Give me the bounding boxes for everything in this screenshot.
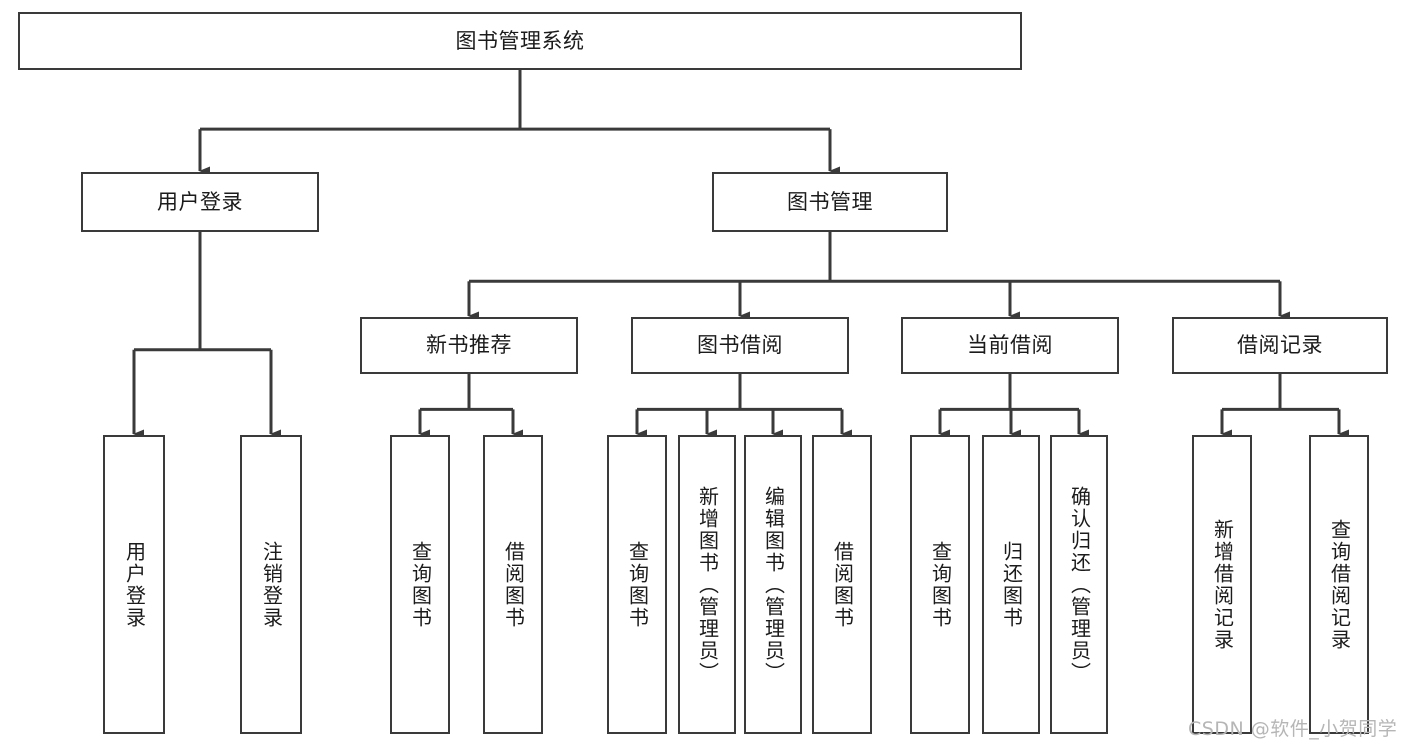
node-label-borrow-record: 借阅记录	[1237, 333, 1323, 358]
node-book-manage[interactable]: 图书管理	[712, 172, 948, 232]
node-leaf-edit-book[interactable]: 编辑图书（管理员）	[744, 435, 802, 734]
node-leaf-add-book[interactable]: 新增图书（管理员）	[678, 435, 736, 734]
node-label-leaf-borrow-book-2: 借阅图书	[830, 540, 855, 629]
node-label-leaf-query-book-2: 查询图书	[625, 540, 650, 629]
node-leaf-borrow-book-2[interactable]: 借阅图书	[812, 435, 872, 734]
node-label-root: 图书管理系统	[455, 28, 585, 53]
node-leaf-add-record[interactable]: 新增借阅记录	[1192, 435, 1252, 734]
node-leaf-user-login[interactable]: 用户登录	[103, 435, 165, 734]
node-label-leaf-query-book-1: 查询图书	[408, 540, 433, 629]
node-leaf-query-record[interactable]: 查询借阅记录	[1309, 435, 1369, 734]
node-leaf-query-book-3[interactable]: 查询图书	[910, 435, 970, 734]
node-user-login[interactable]: 用户登录	[81, 172, 319, 232]
node-current-borrow[interactable]: 当前借阅	[901, 317, 1119, 374]
node-borrow-record[interactable]: 借阅记录	[1172, 317, 1388, 374]
node-leaf-borrow-book-1[interactable]: 借阅图书	[483, 435, 543, 734]
node-label-book-manage: 图书管理	[787, 189, 873, 214]
node-label-leaf-confirm-return: 确认归还（管理员）	[1067, 485, 1092, 684]
node-label-current-borrow: 当前借阅	[967, 333, 1053, 358]
node-label-leaf-borrow-book-1: 借阅图书	[501, 540, 526, 629]
node-book-borrow[interactable]: 图书借阅	[631, 317, 849, 374]
node-label-new-book-rec: 新书推荐	[426, 333, 512, 358]
node-leaf-confirm-return[interactable]: 确认归还（管理员）	[1050, 435, 1108, 734]
node-label-leaf-return-book: 归还图书	[999, 540, 1024, 629]
node-label-leaf-add-book: 新增图书（管理员）	[695, 485, 720, 684]
node-label-book-borrow: 图书借阅	[697, 333, 783, 358]
node-leaf-query-book-1[interactable]: 查询图书	[390, 435, 450, 734]
node-label-leaf-user-login: 用户登录	[122, 540, 147, 629]
node-label-leaf-query-book-3: 查询图书	[928, 540, 953, 629]
node-label-leaf-user-logout: 注销登录	[259, 540, 284, 629]
node-label-leaf-query-record: 查询借阅记录	[1327, 518, 1352, 651]
node-leaf-return-book[interactable]: 归还图书	[982, 435, 1040, 734]
node-leaf-user-logout[interactable]: 注销登录	[240, 435, 302, 734]
node-root[interactable]: 图书管理系统	[18, 12, 1022, 70]
node-new-book-rec[interactable]: 新书推荐	[360, 317, 578, 374]
node-label-user-login: 用户登录	[157, 189, 243, 214]
node-label-leaf-add-record: 新增借阅记录	[1210, 518, 1235, 651]
node-label-leaf-edit-book: 编辑图书（管理员）	[761, 485, 786, 684]
node-leaf-query-book-2[interactable]: 查询图书	[607, 435, 667, 734]
